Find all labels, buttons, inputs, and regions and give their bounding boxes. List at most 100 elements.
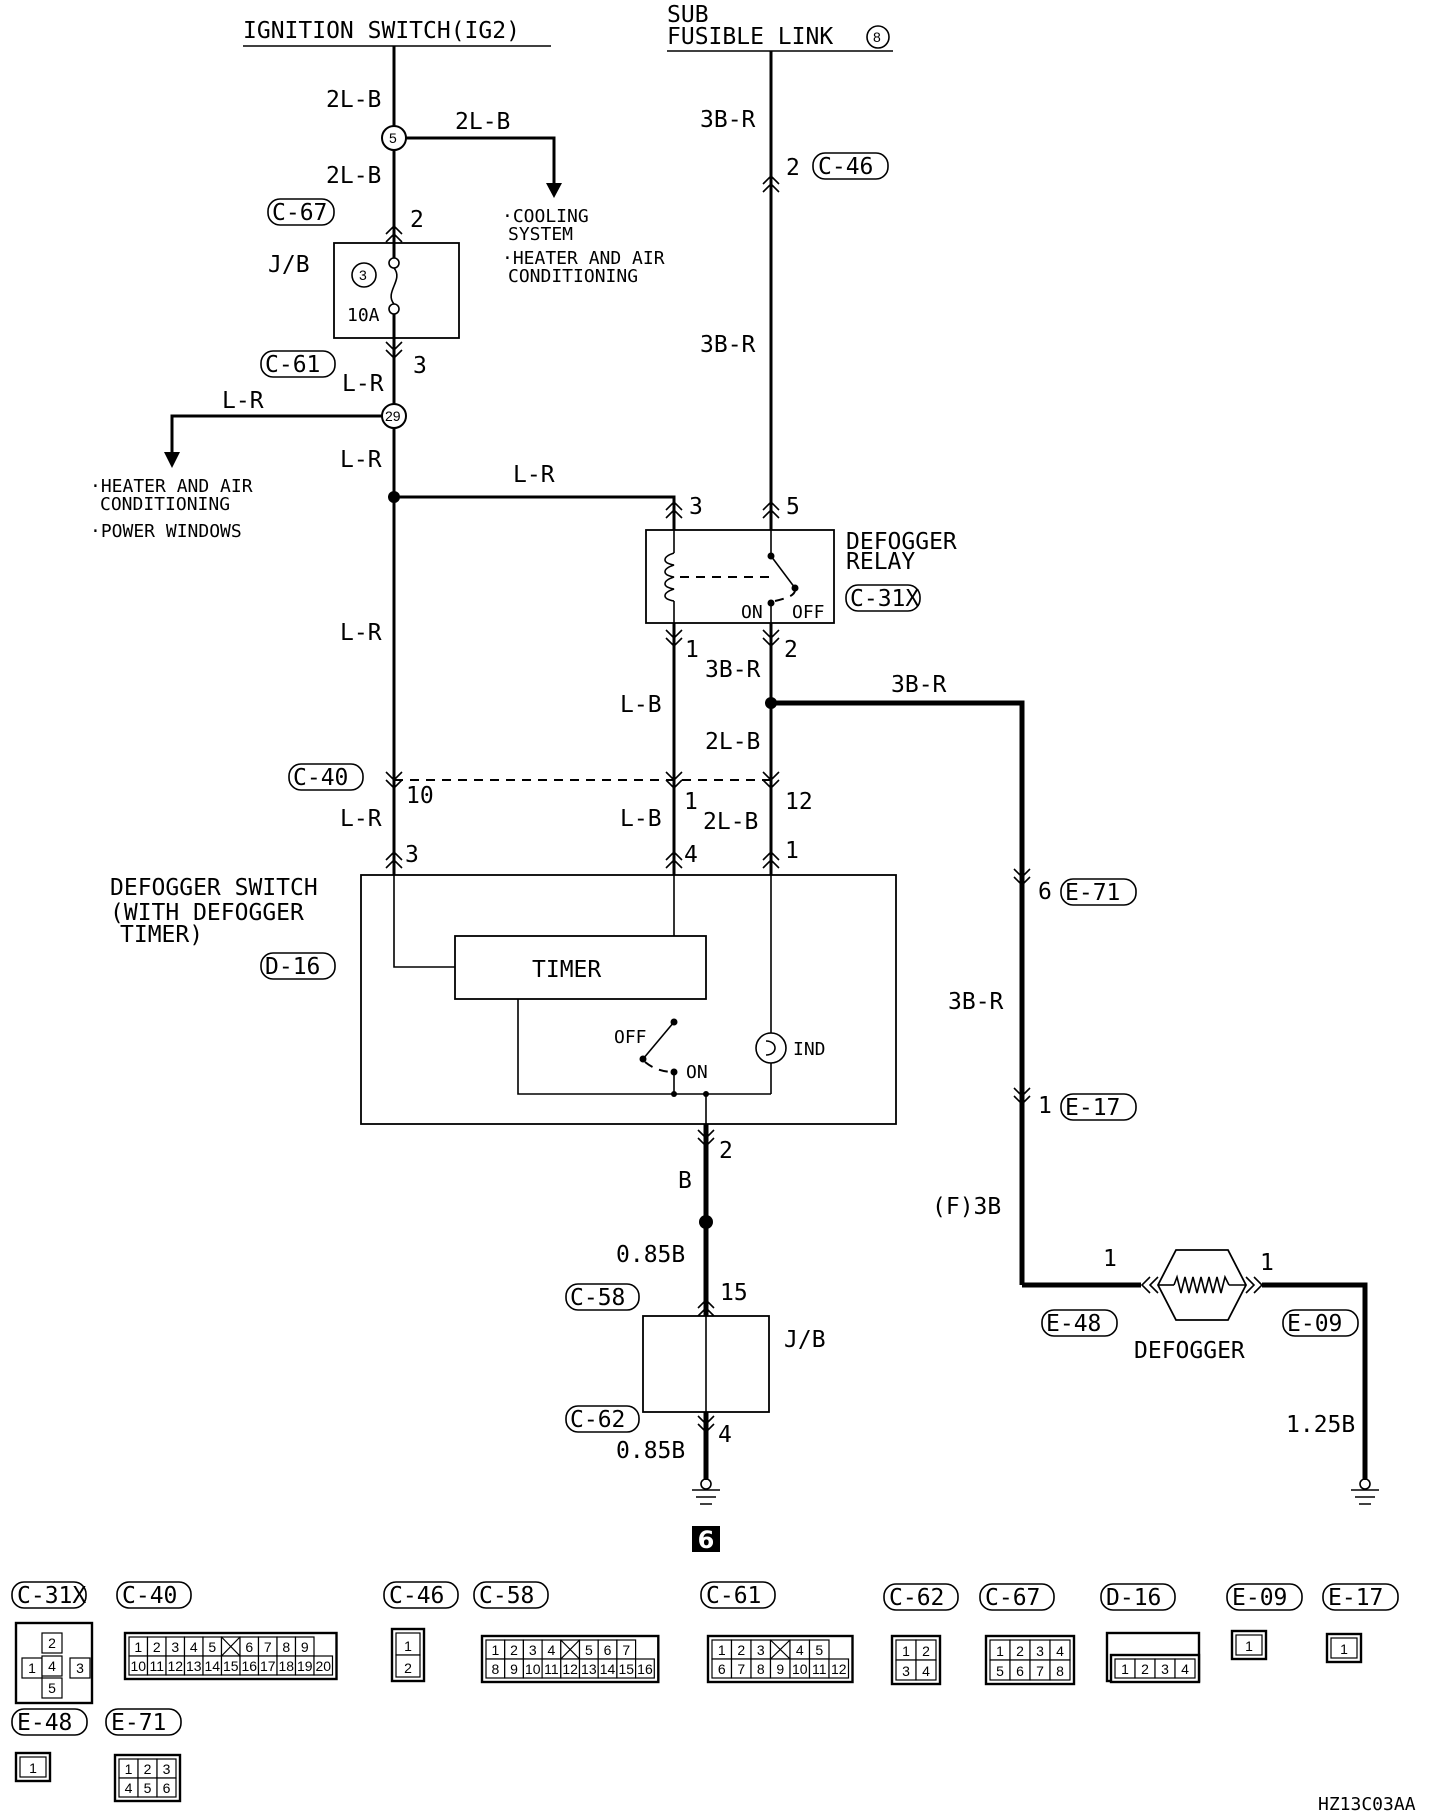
fusible-link-label-2: FUSIBLE LINK xyxy=(667,24,833,50)
pin-sw-2: 2 xyxy=(719,1138,733,1164)
legend-cell-c67 xyxy=(1049,1659,1071,1681)
legend-cell-c40 xyxy=(313,1655,334,1676)
legend-pin-c61: 10 xyxy=(792,1661,808,1677)
defogger-relay-box xyxy=(645,529,835,624)
ground-junction-dot xyxy=(699,1215,713,1229)
conn-c67: C-67 xyxy=(272,200,327,226)
legend-pin-c40: 7 xyxy=(264,1639,272,1655)
relay-contact-dashed-arc xyxy=(774,589,796,602)
pin-relay-2: 2 xyxy=(784,637,798,663)
legend-pin-e71: 5 xyxy=(144,1780,152,1796)
relay-contact-arm xyxy=(770,555,796,589)
legend-pin-c40: 15 xyxy=(223,1658,239,1674)
relay-label-2: RELAY xyxy=(846,549,915,575)
timer-ground-loop xyxy=(517,999,771,1095)
conn-tag-e09 xyxy=(1282,1309,1359,1337)
switch-wire-lr xyxy=(393,875,455,968)
legend-tag-label-c67: C-67 xyxy=(985,1585,1040,1611)
legend-pin-d16: 4 xyxy=(1181,1661,1189,1677)
legend-cell-e09 xyxy=(1235,1634,1263,1656)
wire-label-3br-3: 3B-R xyxy=(705,657,761,683)
fuse-number-circle xyxy=(351,262,377,288)
conn-c62: C-62 xyxy=(570,1407,625,1433)
pin-c61: 3 xyxy=(413,353,427,379)
legend-blank-c58 xyxy=(560,1639,580,1660)
legend-pin-c61: 9 xyxy=(776,1661,784,1677)
wire-lr-to-relay xyxy=(394,495,676,530)
legend-pin-c40: 4 xyxy=(190,1639,198,1655)
legend-pin-c67: 1 xyxy=(996,1643,1004,1659)
conn-tag-c46 xyxy=(812,152,889,180)
conn-e48: E-48 xyxy=(1046,1311,1101,1337)
note-cooling-2: SYSTEM xyxy=(508,224,573,245)
legend-pin-c40: 17 xyxy=(260,1658,276,1674)
legend-pin-c40: 14 xyxy=(204,1658,220,1674)
legend-pin-c58: 2 xyxy=(510,1642,518,1658)
legend-pin-e71: 4 xyxy=(125,1780,133,1796)
legend-pin-c67: 3 xyxy=(1036,1643,1044,1659)
conn-c61: C-61 xyxy=(265,352,320,378)
legend-pin-c61: 2 xyxy=(737,1642,745,1658)
legend-tag-label-e17: E-17 xyxy=(1328,1585,1383,1611)
pin-relay-3: 3 xyxy=(689,494,703,520)
legend-pin-c67: 8 xyxy=(1056,1663,1064,1679)
wire-label-085b-1: 0.85B xyxy=(616,1242,685,1268)
legend-pin-c31x: 5 xyxy=(48,1680,56,1696)
legend-pin-c40: 16 xyxy=(241,1658,257,1674)
conn-c40: C-40 xyxy=(293,765,348,791)
wire-label-lr-1: L-R xyxy=(342,371,384,397)
legend-pin-c40: 12 xyxy=(167,1658,183,1674)
legend-tag-c46 xyxy=(383,1581,459,1609)
legend-cell-c61 xyxy=(828,1658,850,1679)
wire-heater-branch xyxy=(170,414,382,455)
c40-mark-1 xyxy=(385,771,403,790)
switch-off-label: OFF xyxy=(614,1027,647,1048)
legend-pin-c58: 6 xyxy=(604,1642,612,1658)
timer-box xyxy=(454,935,707,1000)
legend-tag-label-c40: C-40 xyxy=(122,1583,177,1609)
conn-mark-e17 xyxy=(1013,1087,1031,1106)
legend-pin-c62: 3 xyxy=(902,1663,910,1679)
legend-pin-c61: 4 xyxy=(796,1642,804,1658)
junction-block-1 xyxy=(333,242,460,339)
fuse-element xyxy=(390,267,398,305)
switch-pin3-mark xyxy=(385,850,403,869)
legend-pin-c40: 11 xyxy=(149,1658,164,1674)
conn-c31x: C-31X xyxy=(850,586,919,612)
note-heater-3: ·HEATER AND AIR xyxy=(90,476,253,497)
legend-tag-d16 xyxy=(1100,1583,1176,1611)
legend-pin-c31x: 3 xyxy=(76,1660,84,1676)
ground-symbol-1 xyxy=(692,1489,720,1505)
indicator-lamp-filament xyxy=(765,1040,776,1056)
wire-label-lb-2: L-B xyxy=(620,806,662,832)
conn-tag-c31x xyxy=(845,584,921,612)
pin-relay-5: 5 xyxy=(786,494,800,520)
legend-tag-c40 xyxy=(116,1581,192,1609)
note-heater-4: CONDITIONING xyxy=(100,494,230,515)
legend-pin-c61: 8 xyxy=(757,1661,765,1677)
ignition-switch-label: IGNITION SWITCH(IG2) xyxy=(243,18,520,44)
defogger-left-mark xyxy=(1140,1276,1159,1294)
arrow-cooling xyxy=(546,183,562,198)
legend-pin-c40: 13 xyxy=(186,1658,202,1674)
legend-tag-label-d16: D-16 xyxy=(1106,1585,1161,1611)
ground-terminal-2 xyxy=(1359,1478,1371,1490)
pin-c67: 2 xyxy=(410,207,424,233)
legend-pin-e09: 1 xyxy=(1245,1638,1253,1654)
legend-pin-e71: 1 xyxy=(125,1761,133,1777)
note-heater-2: CONDITIONING xyxy=(508,266,638,287)
conn-tag-e71 xyxy=(1060,878,1137,906)
conn-mark-c58 xyxy=(697,1298,715,1317)
c40-mark-2 xyxy=(665,771,683,790)
wire-label-lr-4: L-R xyxy=(513,462,555,488)
fuse-number: 3 xyxy=(359,267,367,283)
conn-e71: E-71 xyxy=(1065,880,1120,906)
legend-tag-c62 xyxy=(883,1583,959,1611)
conn-mark-c67 xyxy=(385,224,403,243)
legend-cell-c62 xyxy=(915,1659,937,1681)
conn-c46: C-46 xyxy=(818,154,873,180)
legend-cell-c46 xyxy=(395,1654,421,1678)
legend-tag-e17 xyxy=(1322,1583,1399,1611)
legend-pin-c58: 16 xyxy=(637,1661,653,1677)
relay-pin5-mark xyxy=(762,500,780,519)
